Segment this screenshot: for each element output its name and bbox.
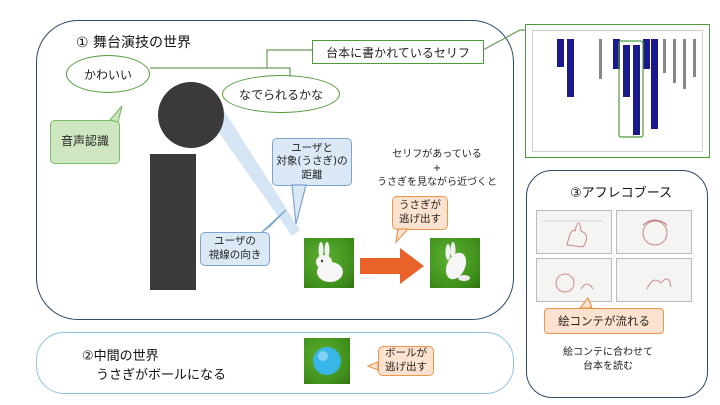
voice-recognition-label: 音声認識 [60, 134, 109, 149]
ball-image [304, 338, 350, 384]
storyboard-frame-4 [616, 258, 692, 302]
gaze-direction-callout: ユーザの 視線の向き [200, 232, 270, 266]
storyboard-frame-1 [536, 210, 612, 254]
storyboard-sketch-4 [646, 278, 672, 290]
speech-bubble-kawaii: かわいい [66, 55, 150, 93]
afureko-caption: 絵コンテに合わせて 台本を読む [563, 347, 653, 372]
middle-world-title: ②中間の世界 [82, 349, 159, 364]
stage-world-title: ① 舞台演技の世界 [76, 35, 192, 51]
user-body [150, 154, 196, 290]
speech-bubble-naderareru: なでられるかな [222, 75, 340, 113]
ball-escape-label: ボールが 逃げ出す [385, 347, 427, 373]
ball-icon [313, 347, 341, 375]
distance-callout: ユーザと 対象(うさぎ)の 距離 [272, 138, 352, 186]
script-page [532, 30, 703, 152]
rabbit-image-before [304, 238, 354, 288]
vertical-script-lines [557, 39, 696, 138]
distance-label: ユーザと 対象(うさぎ)の 距離 [276, 141, 348, 181]
middle-world-subtitle: うさぎがボールになる [96, 368, 227, 383]
storyboard-flows-label: 絵コンテが流れる [558, 313, 650, 328]
storyboard-flows-callout: 絵コンテが流れる [544, 308, 664, 334]
condition-text: セリフがあっている + うさぎを見ながら近づくと [377, 149, 497, 188]
rabbit-image-after [430, 238, 480, 288]
middle-world-panel [36, 332, 514, 394]
voice-recognition-callout: 音声認識 [50, 120, 120, 164]
storyboard-sketch-3 [555, 273, 594, 293]
ball-escape-callout: ボールが 逃げ出す [378, 346, 434, 376]
storyboard-sketch-1 [543, 220, 603, 248]
gaze-direction-label: ユーザの 視線の向き [208, 235, 262, 261]
speech-text-kawaii: かわいい [83, 67, 132, 82]
storyboard-sketch-2 [642, 219, 668, 246]
afureko-booth-title: ③アフレコブース [570, 186, 673, 201]
rabbit-escape-callout: うさぎが 逃げ出す [392, 196, 448, 230]
transition-arrow [360, 248, 424, 284]
rabbit-escape-label: うさぎが 逃げ出す [399, 199, 441, 225]
user-head [158, 82, 224, 148]
storyboard-frame-3 [536, 258, 612, 302]
rabbit-jumping-icon [445, 242, 470, 281]
speech-text-naderareru: なでられるかな [238, 87, 323, 102]
rabbit-icon [316, 242, 343, 282]
storyboard-frame-2 [616, 210, 692, 254]
script-line-label: 台本に書かれているセリフ [312, 40, 484, 64]
